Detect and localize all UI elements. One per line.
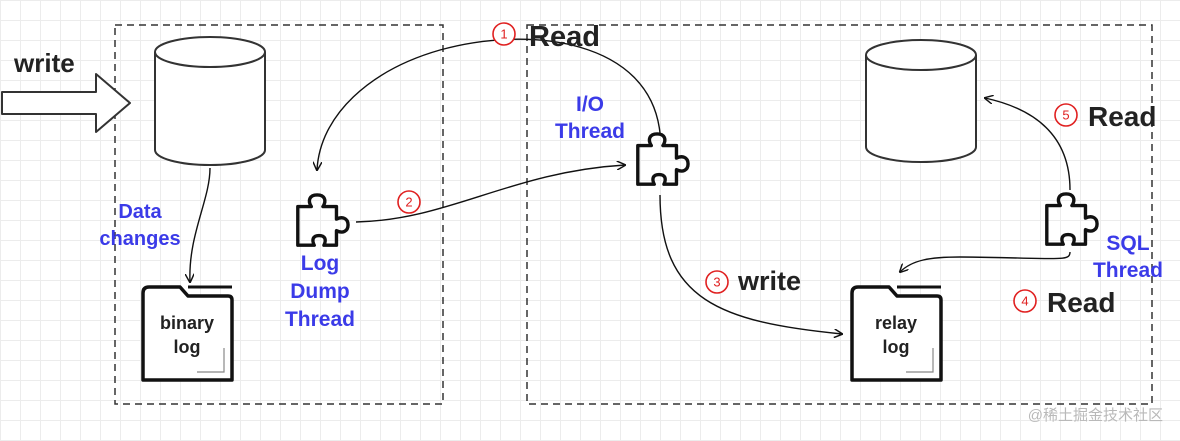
master-boundary <box>114 24 444 405</box>
step-2-badge: 2 <box>397 190 421 214</box>
log-dump-label-line2: Dump <box>290 280 350 303</box>
data-changes-label-line2: changes <box>99 228 180 250</box>
step-4-label: Read <box>1047 287 1115 318</box>
data-changes-label-line1: Data <box>118 201 162 223</box>
relay-log-label-line1: relay <box>875 313 917 333</box>
io-thread-label-line1: I/O <box>576 93 604 116</box>
io-thread-label-line2: Thread <box>555 120 625 143</box>
arrow-step2 <box>355 165 625 223</box>
arrow-step1-read <box>317 38 661 170</box>
slave-boundary <box>526 24 1153 405</box>
sql-thread-puzzle-icon <box>1045 192 1099 246</box>
binary-log-file-icon <box>141 285 234 382</box>
binary-log-label-line1: binary <box>160 313 214 333</box>
slave-database-icon <box>865 39 977 163</box>
arrow-step5-read <box>985 98 1071 191</box>
hollow-arrow-icon <box>1 73 131 133</box>
sql-thread-label-line2: Thread <box>1093 259 1163 282</box>
svg-text:3: 3 <box>713 275 720 290</box>
step-3-badge: 3 <box>705 270 729 294</box>
svg-text:2: 2 <box>405 195 412 210</box>
sql-thread-label-line1: SQL <box>1106 232 1149 255</box>
log-dump-label-line3: Thread <box>285 308 355 331</box>
write-input-label: write <box>13 48 75 78</box>
svg-text:4: 4 <box>1021 294 1028 309</box>
step-5-badge: 5 <box>1054 103 1078 127</box>
binary-log-label-line2: log <box>174 337 201 357</box>
arrow-data-changes <box>190 167 211 282</box>
step-3-label: write <box>737 266 801 296</box>
relay-log-file-icon <box>850 285 943 382</box>
step-5-label: Read <box>1088 101 1156 132</box>
master-database-icon <box>154 36 266 166</box>
relay-log-label-line2: log <box>883 337 910 357</box>
log-dump-puzzle-icon <box>296 193 350 247</box>
arrow-step4-read <box>900 251 1071 272</box>
watermark: @稀土掘金技术社区 <box>1028 407 1163 424</box>
step-1-badge: 1 <box>492 22 516 46</box>
step-4-badge: 4 <box>1013 289 1037 313</box>
svg-text:1: 1 <box>500 27 507 42</box>
svg-text:5: 5 <box>1062 108 1069 123</box>
step-1-label: Read <box>529 21 600 53</box>
io-thread-puzzle-icon <box>636 132 690 186</box>
log-dump-label-line1: Log <box>301 252 339 275</box>
arrow-step3-write <box>659 194 842 334</box>
